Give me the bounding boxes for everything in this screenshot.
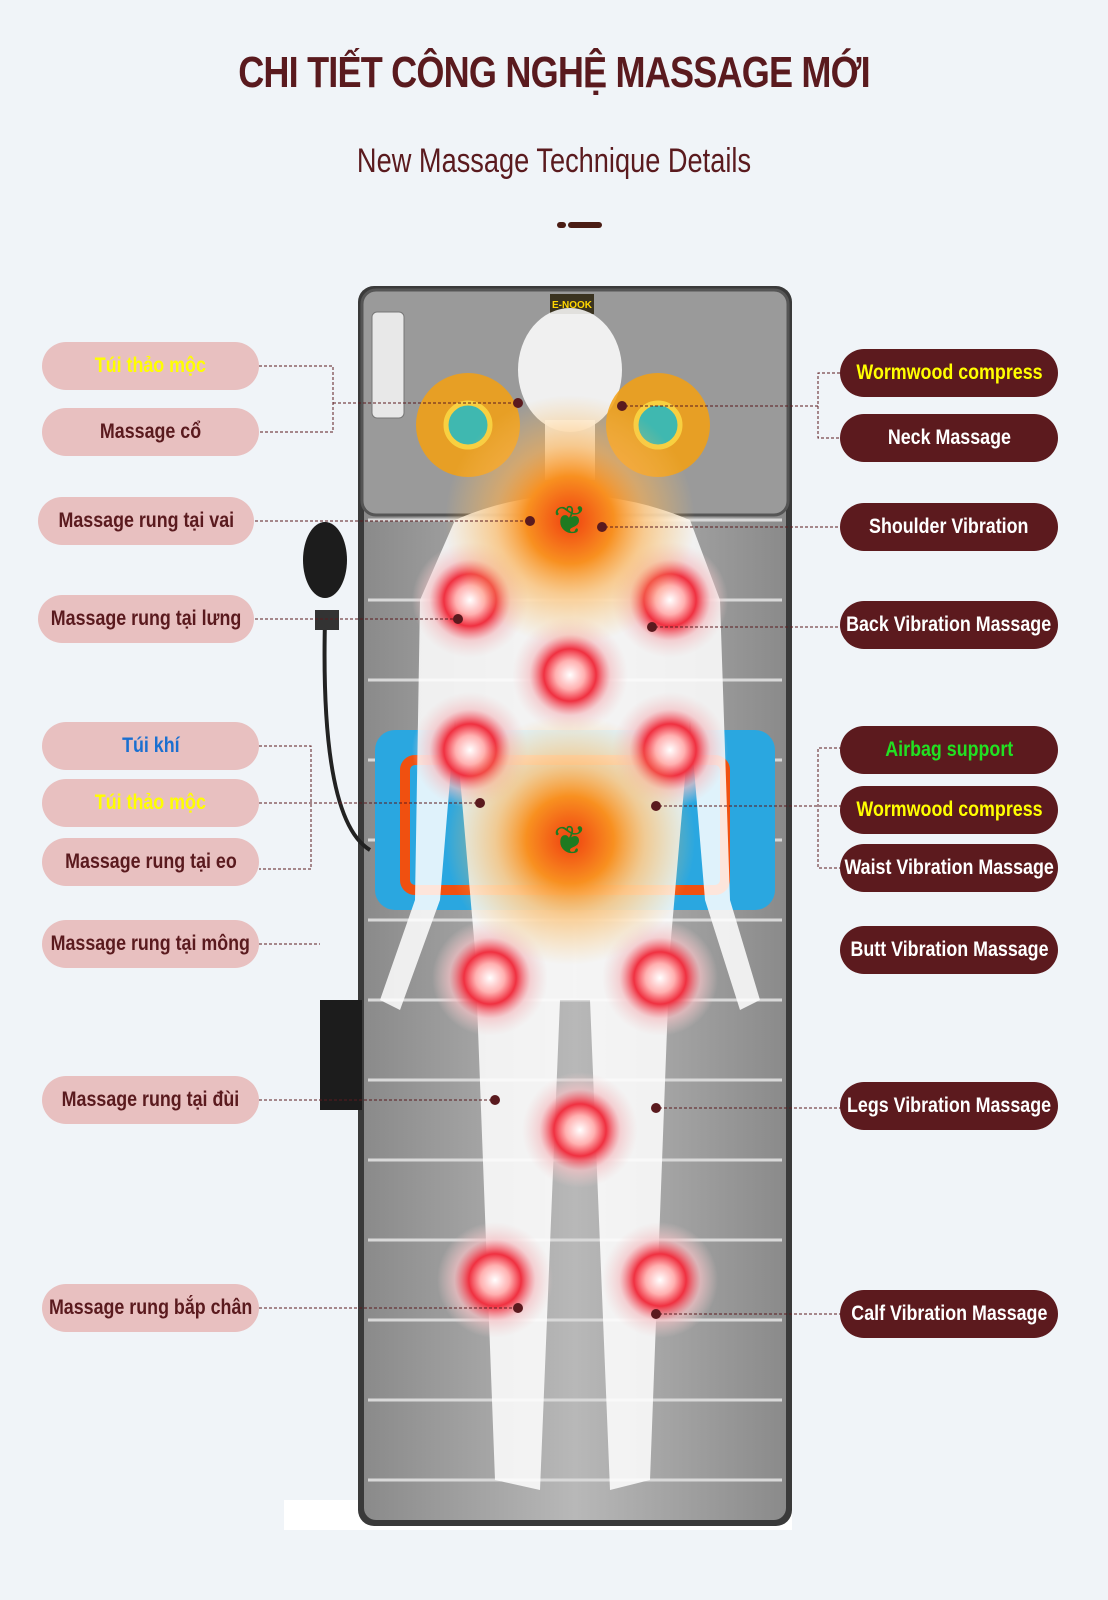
left-label-pill: Túi khí (42, 722, 259, 770)
herbal-compress (445, 395, 695, 645)
connector-dot (651, 1309, 661, 1319)
side-pocket (320, 1000, 362, 1110)
page-subtitle: New Massage Technique Details (356, 142, 752, 180)
vibration-point (512, 617, 628, 733)
page-title: CHI TIẾT CÔNG NGHỆ MASSAGE MỚI (238, 48, 870, 97)
connector-dot (651, 801, 661, 811)
right-label-pill: Back Vibration Massage (840, 601, 1058, 649)
left-label-pill: Massage rung tại lưng (38, 595, 254, 643)
remote-control (371, 311, 405, 419)
connector-dot (453, 614, 463, 624)
herb-leaf-icon: ❦ (553, 499, 587, 543)
vibration-point (437, 1222, 553, 1338)
label-text: Neck Massage (887, 426, 1011, 449)
label-text: Waist Vibration Massage (844, 856, 1054, 879)
air-pump-hose (322, 619, 372, 852)
right-label-pill: Butt Vibration Massage (840, 926, 1058, 974)
label-text: Túi khí (121, 734, 180, 757)
right-label-pill: Wormwood compress (840, 786, 1058, 834)
label-text: Back Vibration Massage (846, 613, 1052, 636)
air-pump (303, 522, 347, 598)
left-label-pill: Massage cổ (42, 408, 259, 456)
label-text: Shoulder Vibration (869, 515, 1029, 538)
label-text: Massage rung tại đùi (61, 1088, 240, 1111)
connector-dot (647, 622, 657, 632)
connector-line (259, 745, 480, 870)
connector-line (656, 747, 842, 869)
right-label-pill: Neck Massage (840, 414, 1058, 462)
connector-dot (651, 1103, 661, 1113)
vibration-point (602, 1222, 718, 1338)
herbal-compress (445, 715, 695, 965)
connector-dot (597, 522, 607, 532)
vibration-point (522, 1072, 638, 1188)
connector-dot (617, 401, 627, 411)
label-text: Calf Vibration Massage (850, 1302, 1048, 1325)
left-label-pill: Túi thảo mộc (42, 342, 259, 390)
connector-dot (525, 516, 535, 526)
label-text: Massage rung tại mông (50, 932, 251, 955)
label-text: Wormwood compress (855, 361, 1043, 384)
label-text: Wormwood compress (855, 798, 1043, 821)
label-text: Massage rung bắp chân (48, 1296, 253, 1319)
label-text: Massage rung tại lưng (50, 607, 242, 630)
left-label-pill: Túi thảo mộc (42, 779, 259, 827)
right-label-pill: Calf Vibration Massage (840, 1290, 1058, 1338)
herb-leaf-icon: ❦ (553, 819, 587, 863)
right-label-pill: Waist Vibration Massage (840, 844, 1058, 892)
label-text: Massage cổ (99, 420, 202, 443)
label-text: Massage rung tại vai (58, 509, 234, 532)
label-text: Airbag support (885, 738, 1013, 761)
left-label-pill: Massage rung tại mông (42, 920, 259, 968)
connector-dot (513, 1303, 523, 1313)
title-divider (557, 222, 603, 240)
label-text: Túi thảo mộc (94, 354, 207, 377)
left-label-pill: Massage rung tại eo (42, 838, 259, 886)
label-text: Túi thảo mộc (94, 791, 207, 814)
right-label-pill: Airbag support (840, 726, 1058, 774)
left-label-pill: Massage rung bắp chân (42, 1284, 259, 1332)
right-label-pill: Wormwood compress (840, 349, 1058, 397)
connector-line (622, 372, 840, 439)
label-text: Butt Vibration Massage (849, 938, 1049, 961)
connector-dot (475, 798, 485, 808)
right-label-pill: Shoulder Vibration (840, 503, 1058, 551)
right-label-pill: Legs Vibration Massage (840, 1082, 1058, 1130)
left-label-pill: Massage rung tại vai (38, 497, 254, 545)
left-label-pill: Massage rung tại đùi (42, 1076, 259, 1124)
connector-line (259, 365, 518, 433)
connector-dot (490, 1095, 500, 1105)
label-text: Legs Vibration Massage (846, 1094, 1052, 1117)
label-text: Massage rung tại eo (64, 850, 237, 873)
connector-dot (513, 398, 523, 408)
svg-text:E-NOOK: E-NOOK (552, 300, 593, 311)
